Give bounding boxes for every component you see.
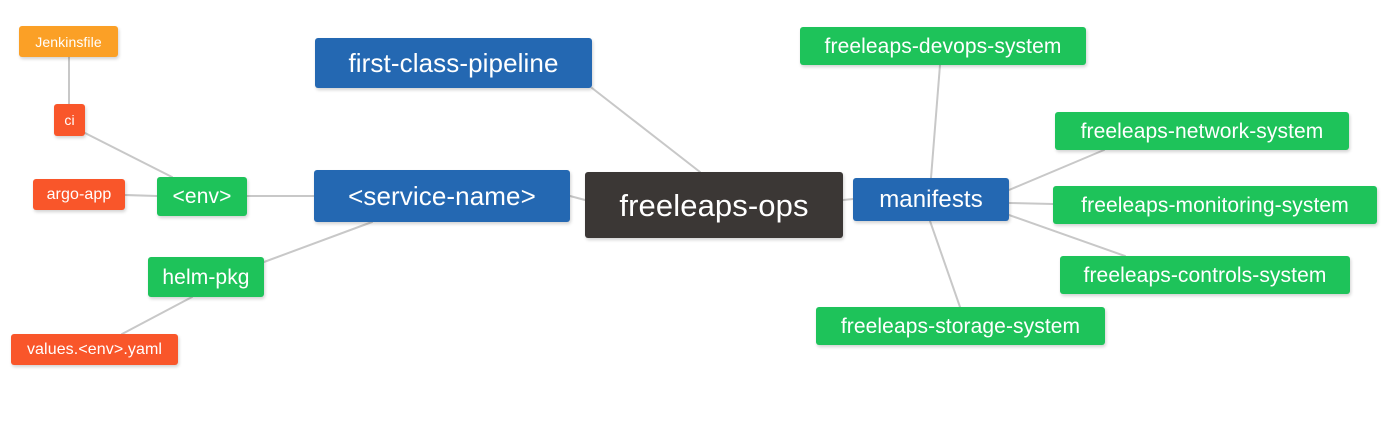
edge-ci-to-env <box>84 132 173 178</box>
mindmap-node-freeleaps-network-system[interactable]: freeleaps-network-system <box>1055 112 1349 150</box>
edge-argo-app-to-env <box>124 194 158 197</box>
mindmap-node-values-env-yaml[interactable]: values.<env>.yaml <box>11 334 178 365</box>
edge-freeleaps-ops-to-manifests <box>842 198 854 201</box>
edge-manifests-to-freeleaps-devops-system <box>930 64 941 179</box>
mindmap-node-manifests[interactable]: manifests <box>853 178 1009 221</box>
edge-helm-pkg-to-service-name <box>263 221 373 263</box>
mindmap-node-ci[interactable]: ci <box>54 104 85 136</box>
edge-values-env-yaml-to-helm-pkg <box>121 296 193 335</box>
mindmap-node-freeleaps-devops-system[interactable]: freeleaps-devops-system <box>800 27 1086 65</box>
edge-manifests-to-freeleaps-network-system <box>1008 149 1105 191</box>
mindmap-node-freeleaps-storage-system[interactable]: freeleaps-storage-system <box>816 307 1105 345</box>
mindmap-node-jenkinsfile[interactable]: Jenkinsfile <box>19 26 118 57</box>
mindmap-node-service-name[interactable]: <service-name> <box>314 170 570 222</box>
edge-manifests-to-freeleaps-storage-system <box>929 220 961 308</box>
edge-first-class-pipeline-to-freeleaps-ops <box>591 87 701 173</box>
mindmap-node-argo-app[interactable]: argo-app <box>33 179 125 210</box>
mindmap-node-env[interactable]: <env> <box>157 177 247 216</box>
mindmap-node-freeleaps-controls-system[interactable]: freeleaps-controls-system <box>1060 256 1350 294</box>
edge-manifests-to-freeleaps-monitoring-system <box>1008 202 1054 205</box>
mindmap-node-freeleaps-ops[interactable]: freeleaps-ops <box>585 172 843 238</box>
edge-service-name-to-freeleaps-ops <box>569 195 586 201</box>
mindmap-node-first-class-pipeline[interactable]: first-class-pipeline <box>315 38 592 88</box>
mindmap-node-freeleaps-monitoring-system[interactable]: freeleaps-monitoring-system <box>1053 186 1377 224</box>
mindmap-node-helm-pkg[interactable]: helm-pkg <box>148 257 264 297</box>
